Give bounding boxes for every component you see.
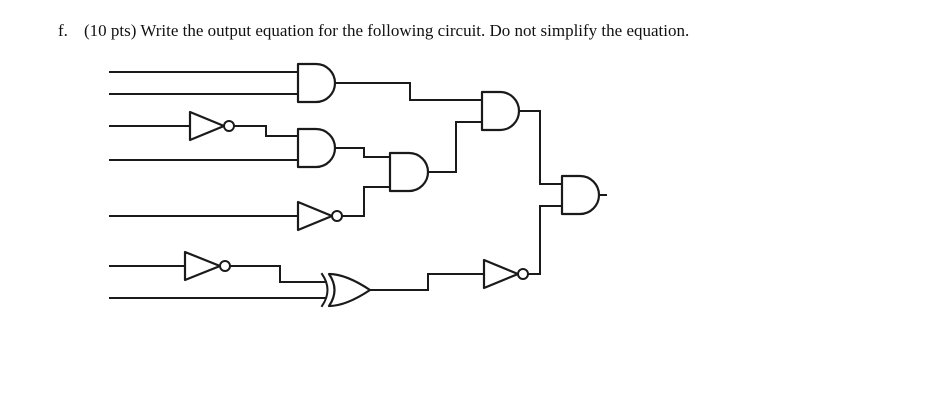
not-gate-1	[188, 110, 235, 142]
question-label: f.	[58, 21, 68, 40]
input-wires	[109, 71, 326, 299]
question-text: Write the output equation for the follow…	[140, 21, 690, 40]
not-gate-2	[296, 200, 343, 232]
and-gate-3	[388, 151, 430, 193]
xor-gate	[320, 272, 372, 308]
not-gate-3	[183, 250, 231, 282]
wire-and3-to-and4	[427, 121, 483, 173]
wire-and1-to-and4	[334, 82, 483, 101]
wire-not3-to-xor	[229, 265, 326, 283]
wire-and4-to-and5	[518, 110, 563, 185]
not-gate-4	[482, 258, 529, 290]
wire-not2-to-and3	[341, 186, 391, 217]
internal-wires	[229, 82, 607, 291]
wire-not1-to-and2	[233, 125, 299, 137]
question-points: (10 pts)	[84, 21, 137, 40]
and-gate-5	[560, 174, 601, 216]
wire-xor-to-not4	[369, 273, 485, 291]
wire-and2-to-and3	[334, 147, 391, 158]
and-gate-2	[296, 127, 337, 169]
and-gate-1	[296, 62, 337, 104]
wire-not4-to-and5	[527, 205, 563, 275]
question-prompt: f. (10 pts) Write the output equation for…	[58, 20, 689, 42]
and-gate-4	[480, 90, 521, 132]
